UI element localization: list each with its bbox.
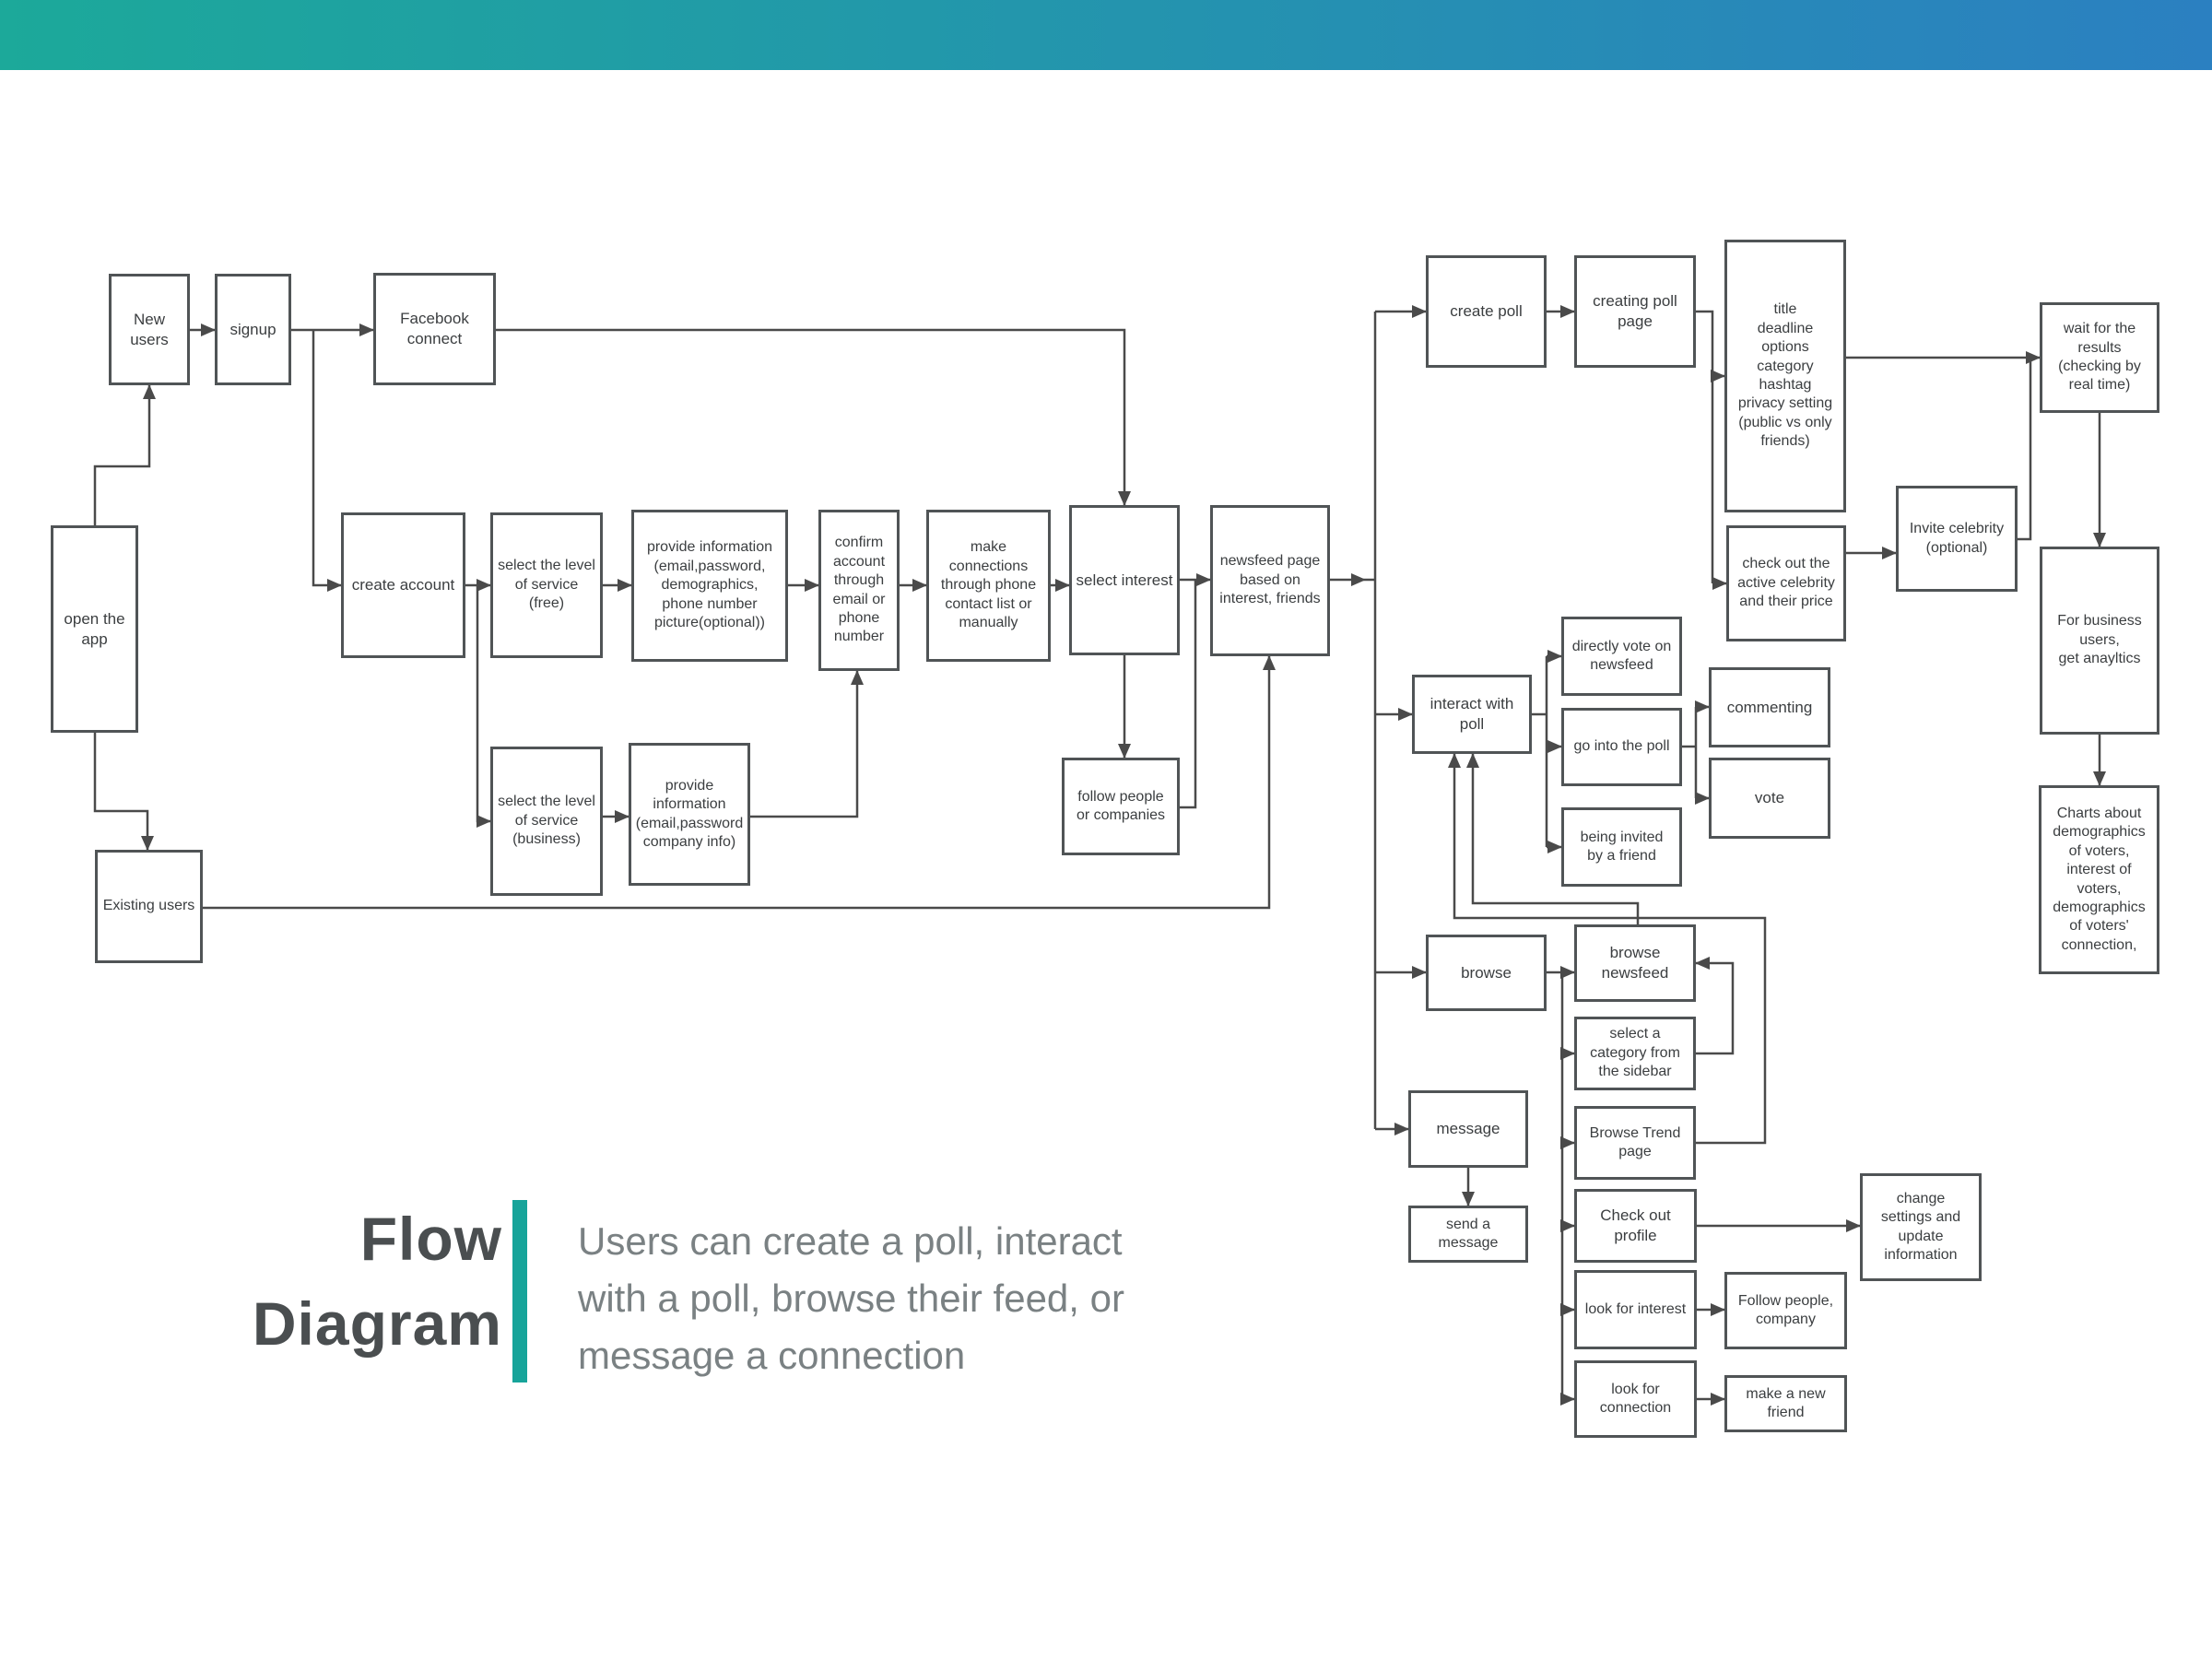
node-look-interest: look for interest (1574, 1270, 1697, 1349)
edge-browse-newsfeed-to-interact-poll (1466, 753, 1640, 924)
node-make-connections: make connections through phone contact l… (926, 510, 1051, 662)
node-charts-voters: Charts about demographics of voters, int… (2039, 785, 2159, 974)
node-commenting: commenting (1709, 667, 1830, 747)
edge-create-account-to-select-level-business (476, 585, 491, 828)
node-change-settings: change settings and update information (1860, 1173, 1982, 1281)
node-newsfeed-page: newsfeed page based on interest, friends (1210, 505, 1330, 656)
edge-signup-to-create-account (312, 330, 342, 592)
page-title: Flow Diagram (138, 1196, 502, 1366)
node-wait-results: wait for the results (checking by real t… (2040, 302, 2159, 413)
edge-facebook-connect-to-select-interest (496, 328, 1131, 506)
node-create-account: create account (341, 512, 465, 658)
edge-follow-people-to-newsfeed-page (1180, 580, 1197, 809)
node-select-category: select a category from the sidebar (1574, 1017, 1696, 1090)
node-interact-poll: interact with poll (1412, 675, 1532, 754)
node-signup: signup (215, 274, 291, 385)
node-check-profile: Check out profile (1574, 1189, 1697, 1263)
node-browse-newsfeed: browse newsfeed (1574, 924, 1696, 1002)
node-go-into-poll: go into the poll (1561, 708, 1682, 786)
node-business-analytics: For business users, get anayltics (2040, 547, 2159, 735)
node-invite-celebrity: Invite celebrity (optional) (1896, 486, 2018, 592)
node-browse-trend: Browse Trend page (1574, 1106, 1696, 1180)
node-check-celebrity: check out the active celebrity and their… (1726, 525, 1846, 641)
top-gradient-bar (0, 0, 2212, 70)
node-make-friend: make a new friend (1724, 1375, 1847, 1432)
node-send-message: send a message (1408, 1206, 1528, 1263)
description-line: message a connection (578, 1334, 966, 1377)
page-title-line1: Flow (359, 1205, 502, 1273)
node-provide-info-free: provide information (email,password, dem… (631, 510, 788, 662)
edge-creating-poll-page-to-poll-split (1696, 310, 1714, 583)
edge-invite-celebrity-to-wait-results (2018, 358, 2032, 541)
node-select-level-free: select the level of service (free) (490, 512, 603, 658)
edge-open-app-to-new-users (93, 384, 156, 525)
node-new-users: New users (109, 274, 190, 385)
node-vote: vote (1709, 758, 1830, 839)
node-select-level-business: select the level of service (business) (490, 747, 603, 896)
page-description: Users can create a poll, interact with a… (578, 1213, 1124, 1384)
node-confirm-account: confirm account through email or phone n… (818, 510, 900, 671)
description-line: with a poll, browse their feed, or (578, 1277, 1124, 1320)
edge-open-app-to-existing-users (93, 733, 154, 851)
node-facebook-connect: Facebook connect (373, 273, 496, 385)
node-create-poll: create poll (1426, 255, 1547, 368)
node-browse: browse (1426, 935, 1547, 1011)
node-creating-poll-page: creating poll page (1574, 255, 1696, 368)
node-look-connection: look for connection (1574, 1360, 1697, 1438)
node-being-invited: being invited by a friend (1561, 807, 1682, 887)
description-line: Users can create a poll, interact (578, 1219, 1123, 1263)
node-open-app: open the app (51, 525, 138, 733)
edge-browse-trend-to-interact-poll (1448, 753, 1767, 1145)
node-directly-vote: directly vote on newsfeed (1561, 617, 1682, 696)
node-follow-company: Follow people, company (1724, 1272, 1847, 1349)
node-existing-users: Existing users (95, 850, 203, 963)
node-follow-people: follow people or companies (1062, 758, 1180, 855)
title-accent-bar (512, 1200, 527, 1382)
node-poll-settings: title deadline options category hashtag … (1724, 240, 1846, 512)
edge-existing-users-to-newsfeed-page (203, 655, 1276, 910)
node-select-interest: select interest (1069, 505, 1180, 655)
edge-provide-info-business-to-confirm-account (750, 670, 864, 818)
node-message: message (1408, 1090, 1528, 1168)
node-provide-info-business: provide information (email,password comp… (629, 743, 750, 886)
page-title-line2: Diagram (252, 1289, 502, 1358)
edge-select-category-to-browse-newsfeed (1695, 957, 1735, 1055)
